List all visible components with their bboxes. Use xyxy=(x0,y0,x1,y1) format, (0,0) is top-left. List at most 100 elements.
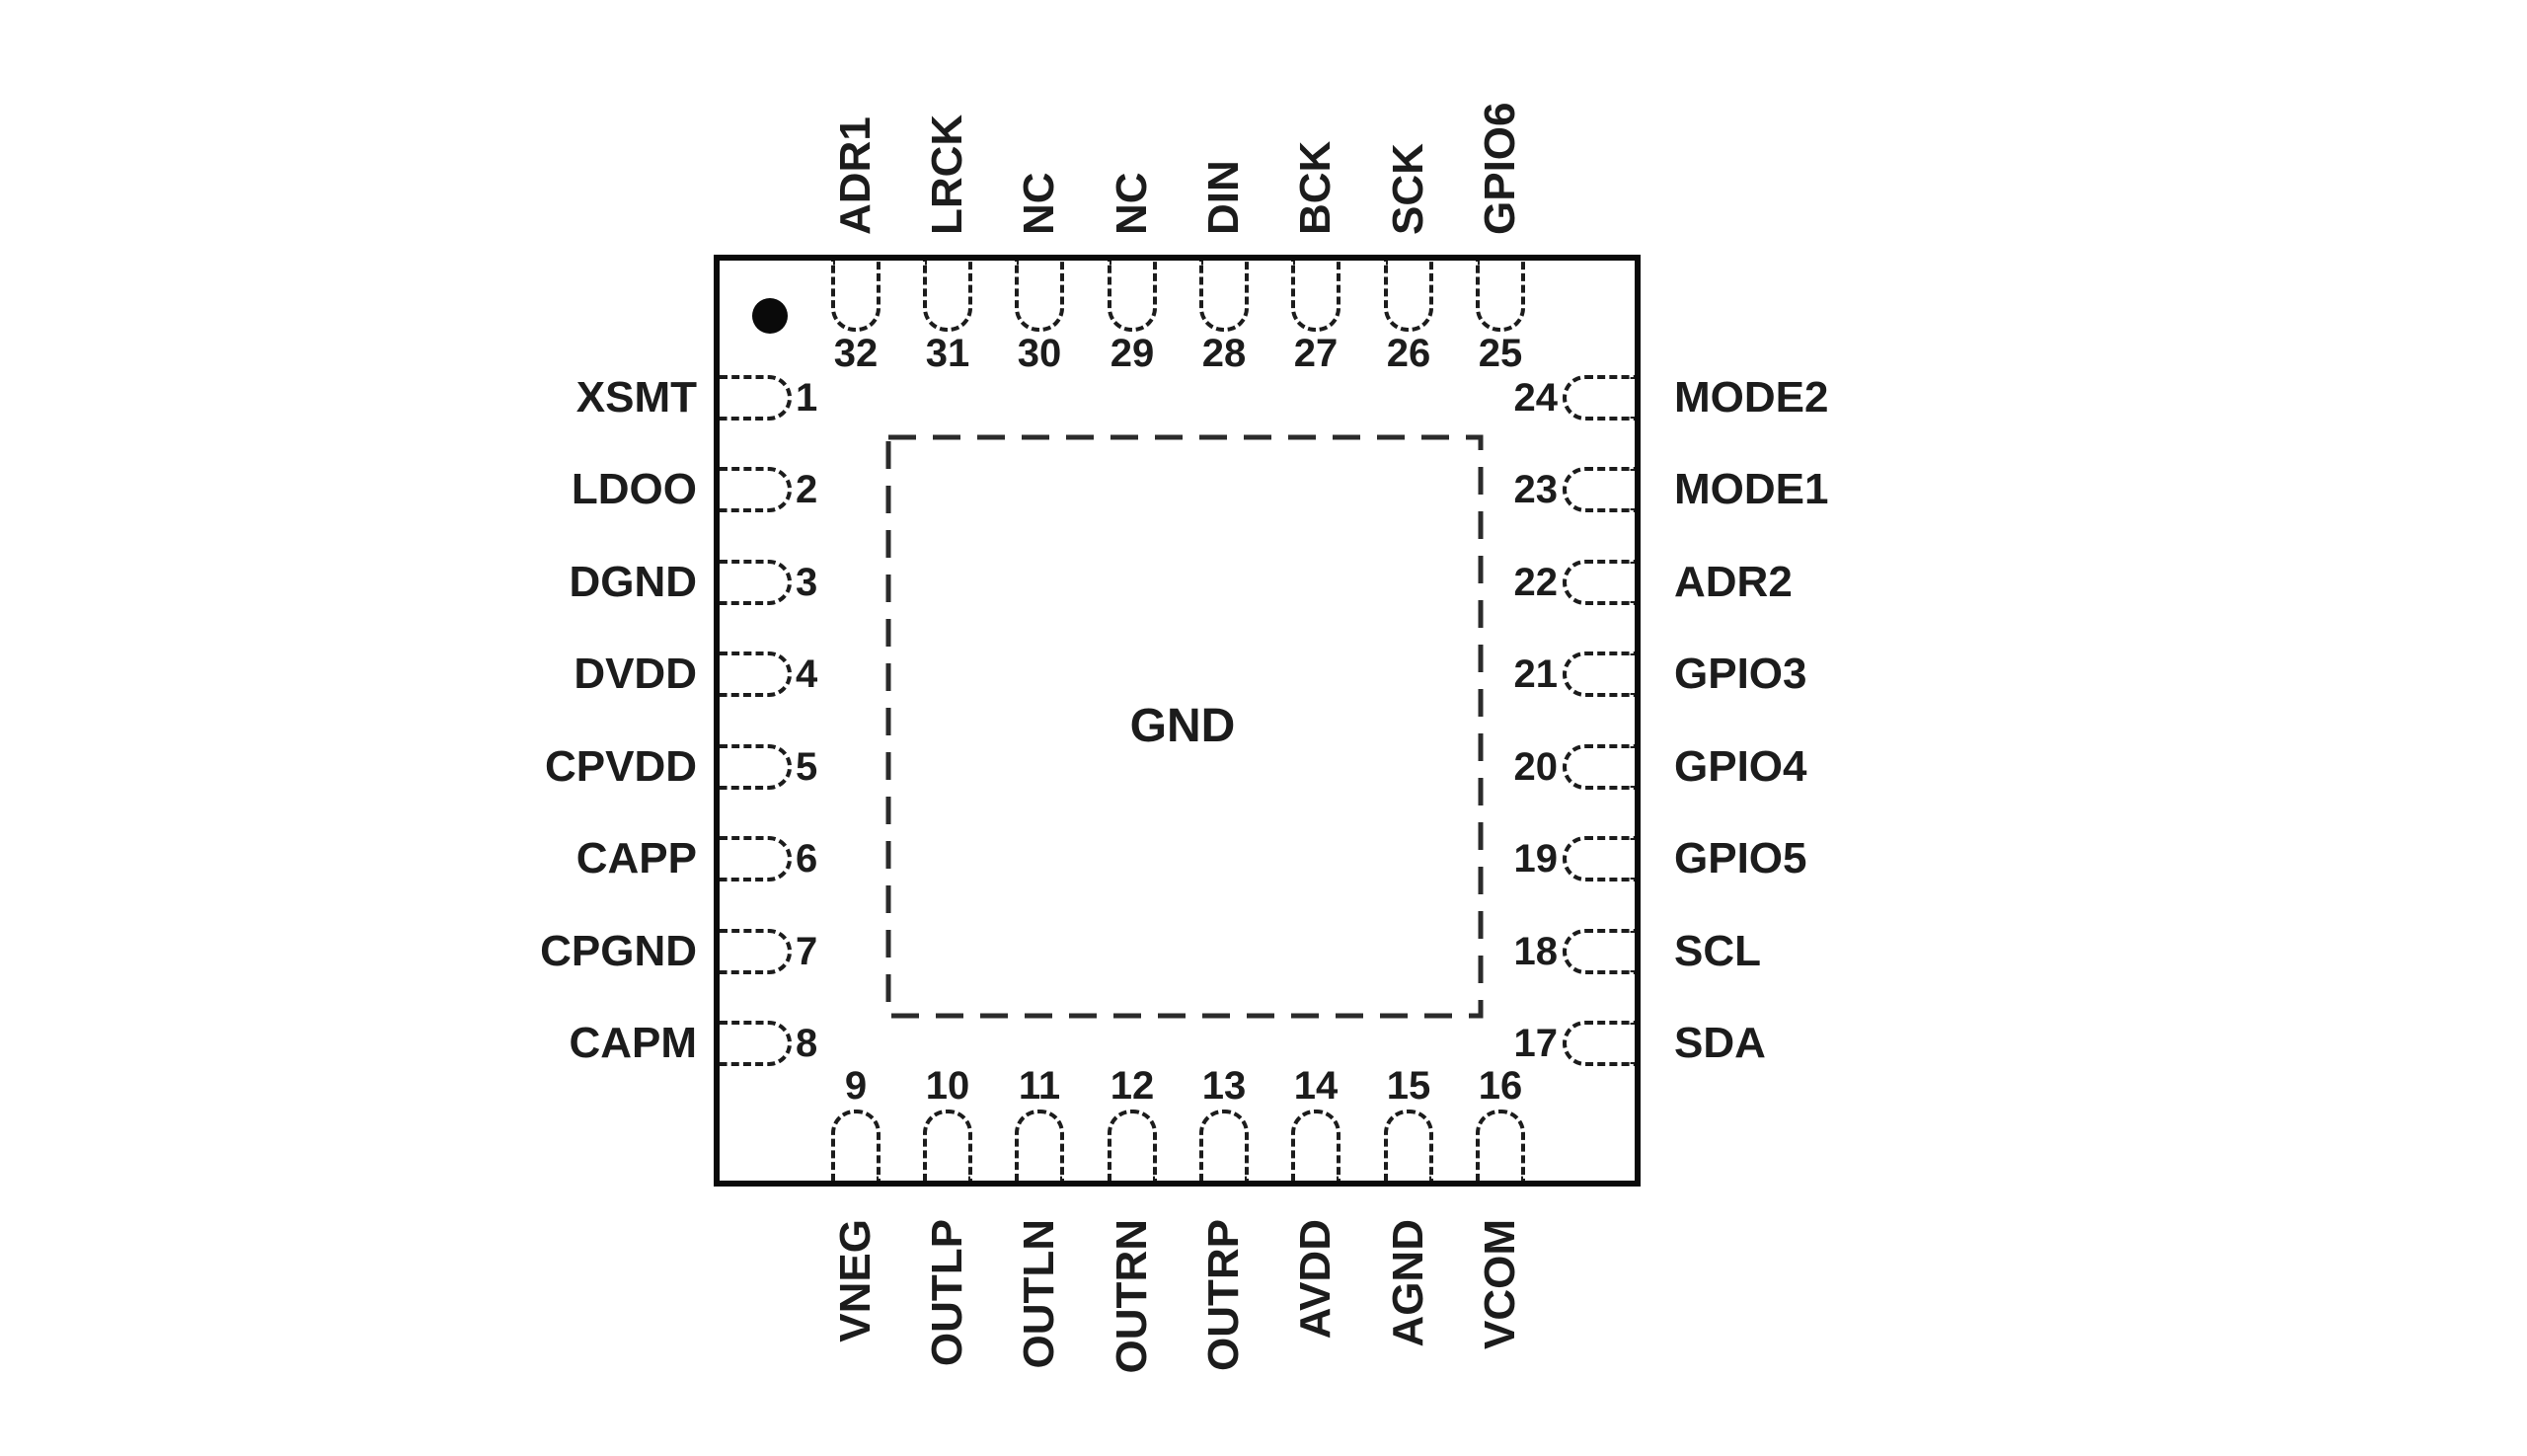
pin-10-shape xyxy=(923,1110,972,1181)
pin-number: 14 xyxy=(1293,1064,1339,1108)
pin-14-shape xyxy=(1291,1110,1340,1181)
pin-number: 9 xyxy=(844,1064,868,1108)
pin-4-shape xyxy=(720,651,792,697)
pin-number: 15 xyxy=(1386,1064,1431,1108)
pin-number: 30 xyxy=(1017,332,1062,375)
pinout-diagram: GND 32 31 30 29 28 27 26 25 ADR1 LRCK NC… xyxy=(540,102,1829,1374)
pin-number: 22 xyxy=(1513,561,1559,604)
pin-label: VCOM xyxy=(1476,1219,1524,1349)
pin-number: 16 xyxy=(1478,1064,1523,1108)
pin-label: GPIO4 xyxy=(1674,742,1807,791)
pin-number: 2 xyxy=(796,468,818,511)
pin-number: 8 xyxy=(796,1022,818,1065)
pin-number: 4 xyxy=(796,652,818,696)
pin-label: SCK xyxy=(1384,143,1432,235)
pin-number: 3 xyxy=(796,561,818,604)
pin-29-shape xyxy=(1108,261,1157,332)
pin-2-shape xyxy=(720,467,792,512)
pin-label: LDOO xyxy=(571,465,697,513)
thermal-pad-gnd-label: GND xyxy=(1129,700,1236,752)
pin1-indicator-dot-icon xyxy=(752,298,788,334)
pin-number: 21 xyxy=(1513,652,1559,696)
thermal-pad-outline xyxy=(885,434,1484,1019)
pin-3-shape xyxy=(720,560,792,605)
pin-label: OUTRP xyxy=(1199,1219,1248,1371)
pin-number: 18 xyxy=(1513,930,1559,973)
pin-label: ADR1 xyxy=(831,116,880,235)
pin-number: 5 xyxy=(796,745,818,789)
pin-number: 7 xyxy=(796,930,818,973)
pin-label: ADR2 xyxy=(1674,558,1793,606)
pin-12-shape xyxy=(1108,1110,1157,1181)
pin-label: GPIO6 xyxy=(1476,102,1524,236)
pin-label: NC xyxy=(1108,172,1156,235)
pin-1-shape xyxy=(720,375,792,421)
pin-label: SCL xyxy=(1674,927,1761,975)
pin-16-shape xyxy=(1476,1110,1525,1181)
pin-label: LRCK xyxy=(923,114,971,235)
pin-17-shape xyxy=(1563,1021,1635,1066)
pin-28-shape xyxy=(1199,261,1249,332)
pin-22-shape xyxy=(1563,560,1635,605)
chip-body-outline xyxy=(714,255,1641,1187)
pin-number: 11 xyxy=(1018,1064,1061,1108)
pin-5-shape xyxy=(720,744,792,790)
pin-number: 23 xyxy=(1513,468,1559,511)
pin-label: DVDD xyxy=(574,650,697,698)
pin-label: BCK xyxy=(1291,140,1340,235)
pin-label: NC xyxy=(1015,172,1063,235)
pin-number: 28 xyxy=(1201,332,1247,375)
pin-26-shape xyxy=(1384,261,1433,332)
pin-7-shape xyxy=(720,929,792,974)
pin-23-shape xyxy=(1563,467,1635,512)
pin-number: 25 xyxy=(1478,332,1523,375)
pin-label: MODE1 xyxy=(1674,465,1829,513)
pin-number: 27 xyxy=(1293,332,1339,375)
pin-27-shape xyxy=(1291,261,1340,332)
pin-number: 29 xyxy=(1110,332,1155,375)
pin-24-shape xyxy=(1563,375,1635,421)
pin-label: OUTRN xyxy=(1108,1219,1156,1374)
pin-21-shape xyxy=(1563,651,1635,697)
pin-18-shape xyxy=(1563,929,1635,974)
pin-label: VNEG xyxy=(831,1219,880,1342)
pin-label: GPIO5 xyxy=(1674,834,1807,882)
pin-number: 6 xyxy=(796,837,818,881)
pin-number: 1 xyxy=(796,376,818,420)
pin-label: SDA xyxy=(1674,1019,1766,1067)
pin-label: MODE2 xyxy=(1674,373,1829,421)
pin-32-shape xyxy=(831,261,881,332)
pin-label: AVDD xyxy=(1291,1219,1340,1340)
pin-label: GPIO3 xyxy=(1674,650,1807,698)
pin-label: CPGND xyxy=(540,927,697,975)
pin-6-shape xyxy=(720,836,792,881)
pin-8-shape xyxy=(720,1021,792,1066)
pin-31-shape xyxy=(923,261,972,332)
pin-20-shape xyxy=(1563,744,1635,790)
pin-13-shape xyxy=(1199,1110,1249,1181)
pin-15-shape xyxy=(1384,1110,1433,1181)
pin-30-shape xyxy=(1015,261,1064,332)
pin-label: AGND xyxy=(1384,1219,1432,1347)
pin-number: 17 xyxy=(1513,1022,1559,1065)
pin-number: 20 xyxy=(1513,745,1559,789)
pin-label: DGND xyxy=(569,558,697,606)
pin-9-shape xyxy=(831,1110,881,1181)
pin-label: CAPP xyxy=(575,834,697,882)
pin-label: CPVDD xyxy=(544,742,697,791)
pin-25-shape xyxy=(1476,261,1525,332)
pin-label: OUTLP xyxy=(923,1219,971,1367)
pin-number: 26 xyxy=(1386,332,1431,375)
pin-number: 12 xyxy=(1110,1064,1155,1108)
pin-label: CAPM xyxy=(569,1019,697,1067)
pin-number: 13 xyxy=(1201,1064,1247,1108)
pin-number: 19 xyxy=(1513,837,1559,881)
pin-number: 31 xyxy=(925,332,970,375)
pin-number: 32 xyxy=(833,332,879,375)
pin-11-shape xyxy=(1015,1110,1064,1181)
pin-19-shape xyxy=(1563,836,1635,881)
pin-number: 10 xyxy=(925,1064,970,1108)
pin-label: OUTLN xyxy=(1015,1219,1063,1369)
pin-label: DIN xyxy=(1199,160,1248,235)
pin-number: 24 xyxy=(1513,376,1559,420)
